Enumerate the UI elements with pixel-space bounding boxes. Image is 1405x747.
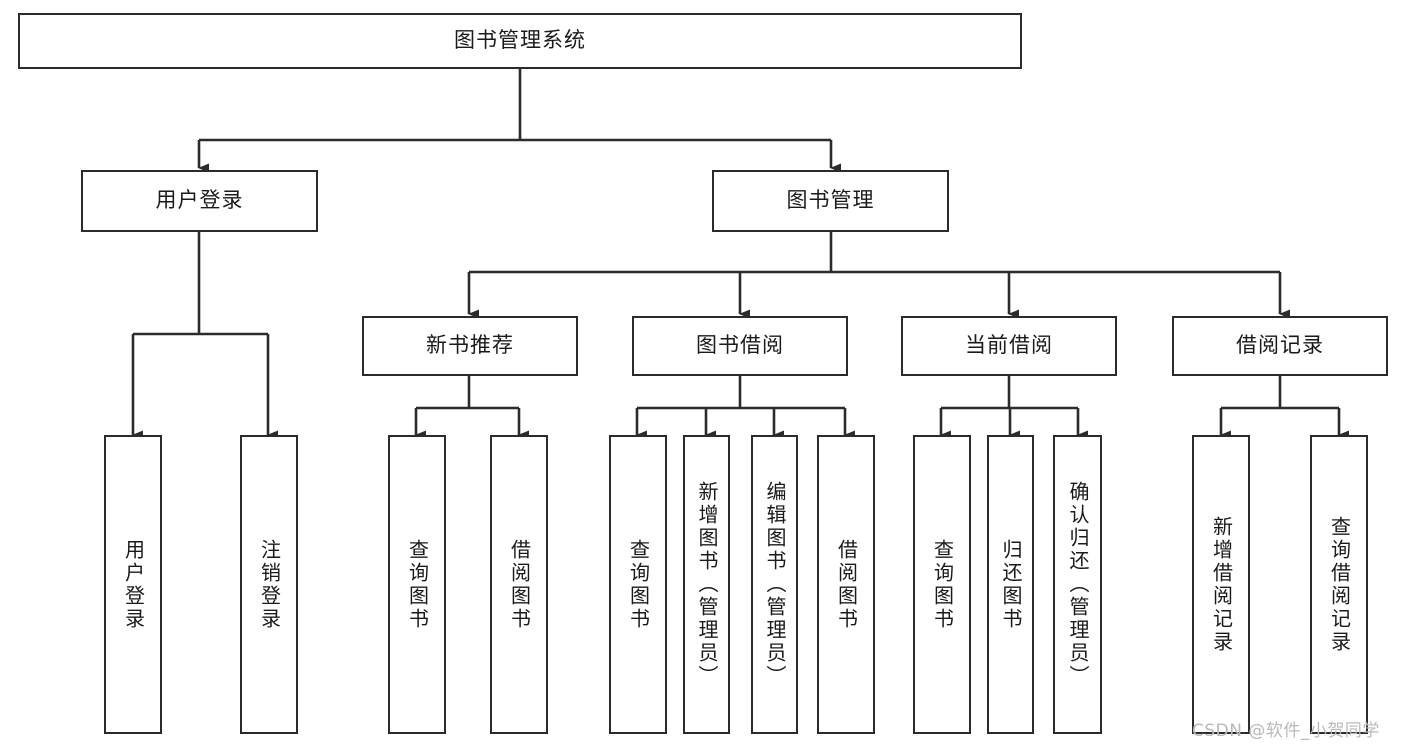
- leaf-book-borrow-edit-label: 编辑图书（管理员）: [763, 481, 787, 688]
- leaf-book-borrow-add-label: 新增图书（管理员）: [695, 481, 719, 688]
- leaf-current-borrow-query[interactable]: 查询图书: [913, 435, 971, 734]
- leaf-user-login-login[interactable]: 用户登录: [104, 435, 162, 734]
- node-book-borrow[interactable]: 图书借阅: [632, 316, 848, 376]
- node-borrow-record-label: 借阅记录: [1236, 333, 1324, 358]
- leaf-user-login-logout-label: 注销登录: [257, 538, 282, 631]
- leaf-new-book-query[interactable]: 查询图书: [388, 435, 446, 734]
- leaf-borrow-record-query-label: 查询借阅记录: [1327, 515, 1352, 654]
- leaf-current-borrow-confirm-return-label: 确认归还（管理员）: [1066, 481, 1090, 688]
- leaf-borrow-record-add-label: 新增借阅记录: [1209, 515, 1234, 654]
- node-current-borrow-label: 当前借阅: [965, 333, 1053, 358]
- leaf-user-login-logout[interactable]: 注销登录: [240, 435, 298, 734]
- leaf-book-borrow-borrow[interactable]: 借阅图书: [817, 435, 875, 734]
- node-current-borrow[interactable]: 当前借阅: [901, 316, 1117, 376]
- node-book-borrow-label: 图书借阅: [696, 333, 784, 358]
- node-borrow-record[interactable]: 借阅记录: [1172, 316, 1388, 376]
- node-root-system-label: 图书管理系统: [454, 28, 586, 53]
- node-book-manage-label: 图书管理: [786, 188, 875, 213]
- node-book-manage[interactable]: 图书管理: [712, 170, 949, 232]
- node-new-book-recommend[interactable]: 新书推荐: [362, 316, 578, 376]
- leaf-new-book-borrow-label: 借阅图书: [507, 538, 532, 631]
- leaf-current-borrow-confirm-return[interactable]: 确认归还（管理员）: [1053, 435, 1102, 734]
- node-user-login[interactable]: 用户登录: [81, 170, 318, 232]
- leaf-book-borrow-query-label: 查询图书: [626, 538, 651, 631]
- leaf-borrow-record-query[interactable]: 查询借阅记录: [1310, 435, 1368, 734]
- leaf-borrow-record-add[interactable]: 新增借阅记录: [1192, 435, 1250, 734]
- leaf-book-borrow-edit[interactable]: 编辑图书（管理员）: [751, 435, 798, 734]
- leaf-book-borrow-borrow-label: 借阅图书: [834, 538, 859, 631]
- node-user-login-label: 用户登录: [155, 188, 244, 213]
- leaf-current-borrow-query-label: 查询图书: [930, 538, 955, 631]
- leaf-current-borrow-return-label: 归还图书: [999, 538, 1023, 631]
- node-new-book-recommend-label: 新书推荐: [426, 333, 514, 358]
- csdn-watermark: CSDN @软件_小贺同学: [1192, 721, 1380, 741]
- leaf-new-book-query-label: 查询图书: [405, 538, 430, 631]
- leaf-book-borrow-query[interactable]: 查询图书: [609, 435, 667, 734]
- leaf-user-login-login-label: 用户登录: [121, 538, 146, 631]
- leaf-new-book-borrow[interactable]: 借阅图书: [490, 435, 548, 734]
- leaf-current-borrow-return[interactable]: 归还图书: [987, 435, 1034, 734]
- leaf-book-borrow-add[interactable]: 新增图书（管理员）: [683, 435, 730, 734]
- node-root-system[interactable]: 图书管理系统: [18, 13, 1022, 69]
